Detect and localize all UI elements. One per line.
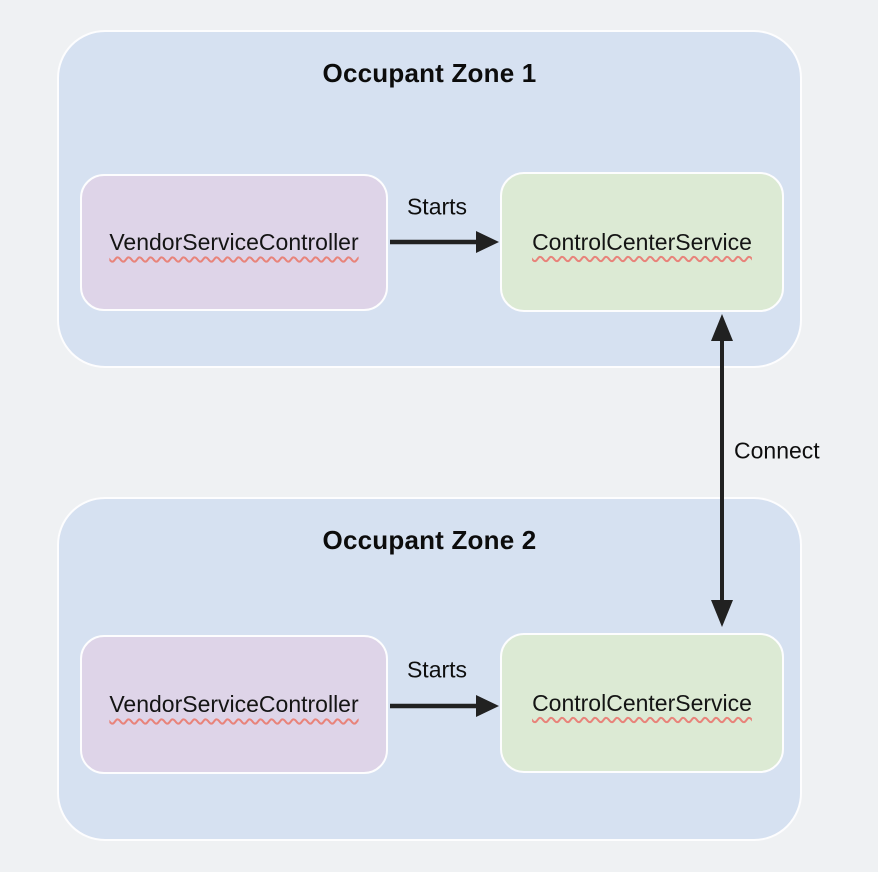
zone-1-title: Occupant Zone 1 <box>322 58 537 88</box>
edge-label-starts-zone-2: Starts <box>406 656 468 683</box>
node-vendor-service-controller-zone-1: VendorServiceController <box>80 174 388 311</box>
node-label: VendorServiceController <box>109 691 359 717</box>
node-label: ControlCenterService <box>532 228 752 255</box>
node-label: ControlCenterService <box>532 689 752 716</box>
edge-label-starts-zone-1: Starts <box>406 193 468 220</box>
node-control-center-service-zone-1: ControlCenterService <box>500 172 784 312</box>
node-label: VendorServiceController <box>109 229 359 255</box>
zone-2-title: Occupant Zone 2 <box>322 525 537 555</box>
node-vendor-service-controller-zone-2: VendorServiceController <box>80 635 388 774</box>
edge-label-connect: Connect <box>734 437 820 464</box>
node-control-center-service-zone-2: ControlCenterService <box>500 633 784 773</box>
